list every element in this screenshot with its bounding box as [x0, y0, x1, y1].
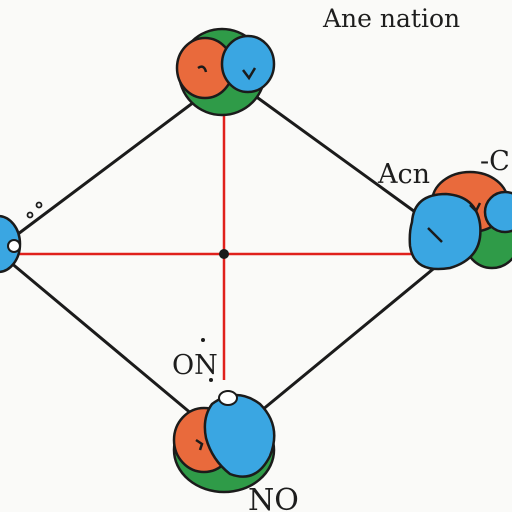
right-molecule-blue-atom [408, 192, 482, 271]
bottom-molecule-blue-atom [203, 393, 276, 478]
label-bottom-left: ON [172, 350, 218, 381]
right-molecule-blue-sub [483, 190, 512, 234]
label-bottom-left-dot-a [201, 338, 205, 342]
right-molecule [408, 170, 512, 271]
bond-lines [8, 83, 442, 427]
bond-top-right [238, 83, 442, 232]
axis-lines [14, 110, 432, 380]
right-molecule-mark-1 [469, 202, 482, 214]
label-bottom: NO [248, 483, 299, 512]
center-dot [219, 249, 229, 259]
label-top-right: Ane nation [322, 4, 460, 33]
label-right-upper: Acn [377, 159, 430, 190]
left-molecule [0, 201, 43, 274]
label-bottom-left-dot-b [209, 378, 213, 382]
top-molecule [175, 27, 276, 117]
left-molecule-dot-2 [35, 201, 43, 209]
right-molecule-mark-2 [427, 227, 443, 243]
label-right-far: -C [480, 146, 510, 177]
bottom-molecule-mark [195, 438, 204, 451]
top-molecule-mark-blue [242, 67, 257, 81]
left-molecule-dot-1 [26, 211, 34, 219]
bond-top-left [8, 88, 212, 242]
top-molecule-blue-atom [220, 34, 276, 94]
bond-right-bottom [248, 263, 440, 422]
left-molecule-highlight [7, 239, 21, 253]
bond-left-bottom [8, 260, 207, 427]
top-molecule-mark [197, 65, 208, 73]
bottom-molecule [172, 390, 276, 494]
bottom-molecule-highlight [218, 390, 238, 406]
